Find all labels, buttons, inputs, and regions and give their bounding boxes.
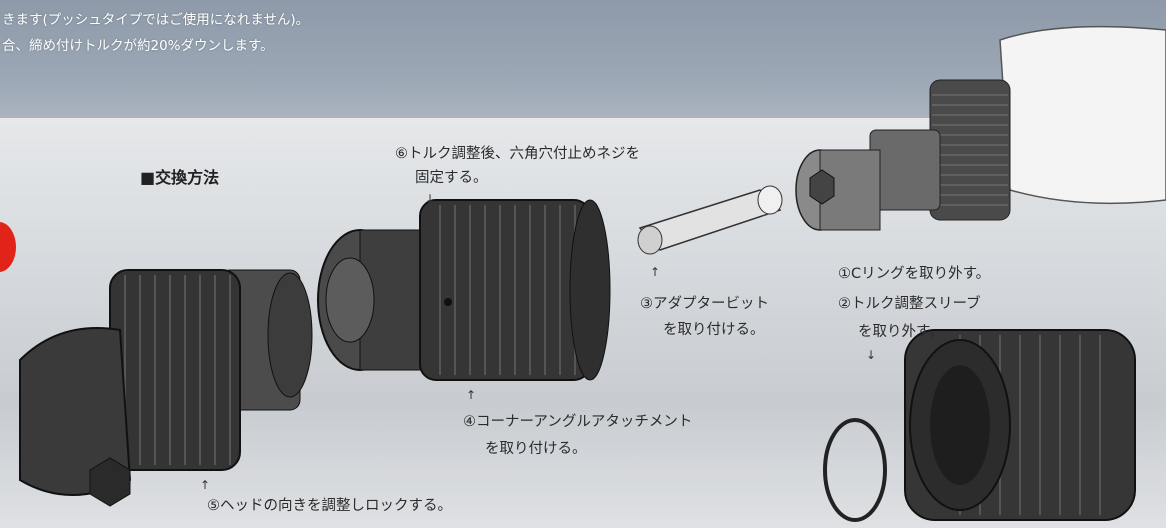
step5-arrow: ↑ bbox=[200, 478, 211, 492]
head-assembly bbox=[19, 269, 313, 507]
step6-line1: ⑥トルク調整後、六角穴付止めネジを bbox=[395, 146, 640, 162]
step6-arrow: ↓ bbox=[425, 192, 436, 206]
step2-arrow: ↓ bbox=[866, 348, 877, 362]
torque-adjust-sleeve bbox=[904, 329, 1136, 521]
corner-angle-attachment bbox=[317, 199, 611, 381]
top-note-line1: きます(プッシュタイプではご使用になれません)。 bbox=[2, 12, 310, 28]
red-accent-mark bbox=[0, 222, 16, 272]
step2-line1: ②トルク調整スリーブ bbox=[838, 296, 981, 312]
step3-line1: ③アダプタービット bbox=[640, 296, 769, 312]
section-heading: ■交換方法 bbox=[140, 168, 220, 187]
top-note-line2: 合、締め付けトルクが約20%ダウンします。 bbox=[2, 38, 274, 54]
step4-arrow: ↑ bbox=[466, 388, 477, 402]
adapter-bit bbox=[637, 185, 783, 255]
c-ring bbox=[823, 418, 887, 522]
step3-arrow: ↑ bbox=[650, 265, 661, 279]
step4-line1: ④コーナーアングルアタッチメント bbox=[463, 414, 693, 430]
step3-line2: を取り付ける。 bbox=[663, 322, 765, 338]
step5-label: ⑤ヘッドの向きを調整しロックする。 bbox=[207, 498, 452, 514]
step2-line2: を取り外す。 bbox=[858, 324, 944, 340]
step4-line2: を取り付ける。 bbox=[485, 441, 587, 457]
screwdriver-body bbox=[795, 25, 1166, 231]
step6-line2: 固定する。 bbox=[415, 170, 488, 186]
step1-label: ①Cリングを取り外す。 bbox=[838, 266, 991, 282]
